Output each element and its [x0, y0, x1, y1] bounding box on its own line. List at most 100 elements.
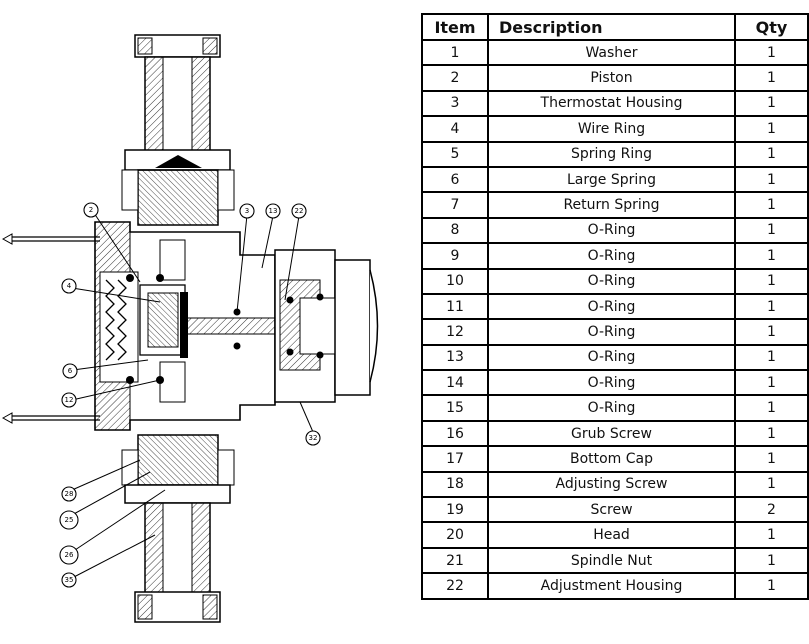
- cell-item: 7: [421, 191, 489, 219]
- cell-qty: 1: [734, 242, 809, 270]
- cell-qty: 1: [734, 165, 809, 194]
- cell-item: 3: [421, 89, 489, 118]
- cell-item: 20: [421, 521, 489, 549]
- upper-body: [121, 169, 235, 226]
- cell-qty: 1: [734, 140, 809, 168]
- callout-label: 6: [68, 367, 73, 375]
- cell-item: 16: [421, 419, 489, 448]
- cell-description: O-Ring: [487, 216, 736, 245]
- cell-item: 2: [421, 64, 489, 92]
- callout-label: 3: [245, 207, 249, 215]
- cell-qty: 1: [734, 292, 809, 321]
- callout-label: 12: [65, 396, 74, 404]
- cell-description: Washer: [487, 38, 736, 67]
- callout-circle: [265, 203, 281, 219]
- cell-description: Thermostat Housing: [487, 89, 736, 118]
- cell-description: Adjustment Housing: [487, 572, 736, 600]
- cell-item: 19: [421, 496, 489, 524]
- cell-qty: 1: [734, 546, 809, 575]
- cell-item: 11: [421, 292, 489, 321]
- valve-housing: [94, 221, 276, 431]
- callout-circle: [61, 572, 77, 588]
- cell-description: O-Ring: [487, 318, 736, 346]
- callout-32: 32: [305, 430, 321, 446]
- callout-25: 25: [59, 510, 79, 530]
- cell-qty: 1: [734, 267, 809, 295]
- table-header-row: Item Description Qty: [421, 13, 809, 41]
- callout-3: 3: [239, 203, 255, 219]
- cell-qty: 1: [734, 191, 809, 219]
- cell-qty: 1: [734, 470, 809, 499]
- cell-description: O-Ring: [487, 267, 736, 295]
- cell-item: 21: [421, 546, 489, 575]
- callout-4: 4: [61, 278, 77, 294]
- lower-body: [121, 434, 235, 486]
- header-description: Description: [487, 13, 736, 41]
- callout-label: 35: [65, 576, 74, 584]
- cell-description: O-Ring: [487, 292, 736, 321]
- cell-qty: 1: [734, 318, 809, 346]
- cell-item: 10: [421, 267, 489, 295]
- callout-circle: [83, 202, 99, 218]
- callout-circle: [61, 486, 77, 502]
- callout-26: 26: [59, 545, 79, 565]
- callout-circle: [59, 545, 79, 565]
- callout-35: 35: [61, 572, 77, 588]
- header-item: Item: [421, 13, 489, 41]
- cell-qty: 2: [734, 496, 809, 524]
- cell-description: O-Ring: [487, 242, 736, 270]
- callout-13: 13: [265, 203, 281, 219]
- cell-qty: 1: [734, 445, 809, 473]
- cell-item: 15: [421, 394, 489, 422]
- cell-qty: 1: [734, 115, 809, 143]
- cell-item: 14: [421, 369, 489, 397]
- callout-circle: [239, 203, 255, 219]
- cell-qty: 1: [734, 369, 809, 397]
- cell-description: O-Ring: [487, 369, 736, 397]
- cell-qty: 1: [734, 394, 809, 422]
- adjustment-head: [274, 249, 379, 403]
- callout-label: 32: [309, 434, 318, 442]
- cell-item: 5: [421, 140, 489, 168]
- callout-circle: [61, 278, 77, 294]
- header-qty: Qty: [734, 13, 809, 41]
- cell-item: 9: [421, 242, 489, 270]
- callout-label: 4: [67, 282, 72, 290]
- callout-28: 28: [61, 486, 77, 502]
- callout-circle: [61, 392, 77, 408]
- callout-circle: [305, 430, 321, 446]
- cell-description: Piston: [487, 64, 736, 92]
- top-pipe-connector: [124, 34, 231, 171]
- cell-qty: 1: [734, 89, 809, 118]
- cell-item: 12: [421, 318, 489, 346]
- cell-qty: 1: [734, 64, 809, 92]
- callout-6: 6: [62, 363, 78, 379]
- callout-circle: [62, 363, 78, 379]
- callout-label: 2: [89, 206, 93, 214]
- cell-qty: 1: [734, 572, 809, 600]
- cell-item: 4: [421, 115, 489, 143]
- cell-description: Spring Ring: [487, 140, 736, 168]
- callout-circle: [291, 203, 307, 219]
- cell-description: Large Spring: [487, 165, 736, 194]
- callout-2: 2: [83, 202, 99, 218]
- callout-label: 25: [65, 516, 74, 524]
